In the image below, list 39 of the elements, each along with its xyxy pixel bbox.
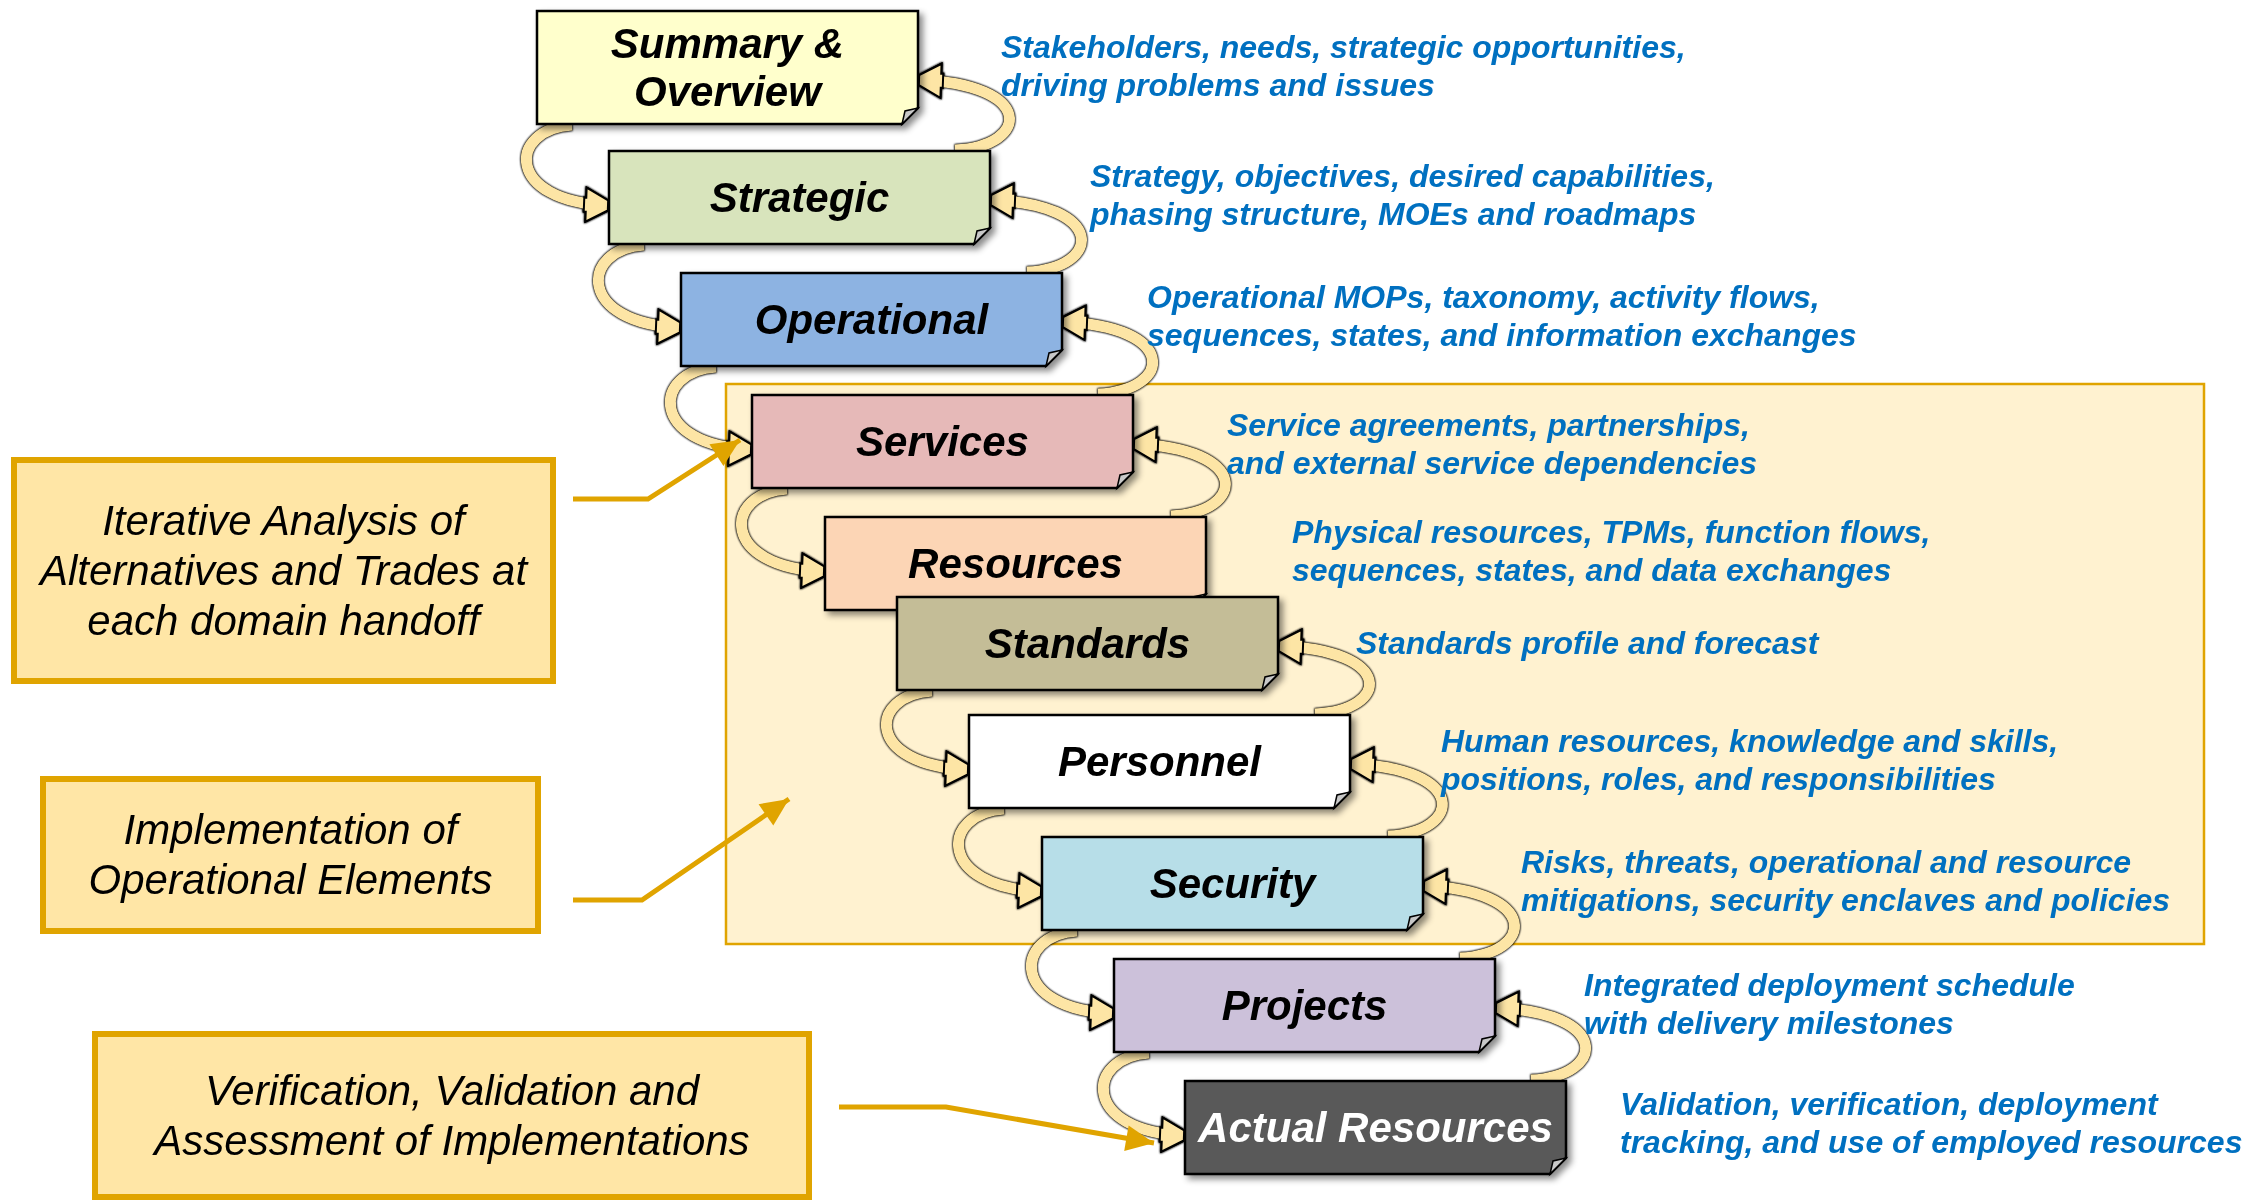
highlight-region xyxy=(725,383,2205,945)
callout-text: Implementation of Operational Elements xyxy=(87,805,494,905)
box-title: Services xyxy=(855,418,1030,465)
page-box xyxy=(680,272,1063,367)
description-text: Risks, threats, operational and resource mitigations, security enclaves and policies xyxy=(1521,843,2172,919)
page-box xyxy=(896,596,1279,691)
description-text: Validation, verification, deployment tracking, and use of employed resources xyxy=(1620,1085,2244,1161)
callout-box xyxy=(11,457,556,684)
description-text: Physical resources, TPMs, function flows, sequences, states, and data exchanges xyxy=(1292,513,1932,589)
callout-text: Iterative Analysis of Alternatives and Trades at each domain handoff xyxy=(37,495,530,646)
page-box xyxy=(968,714,1351,809)
callout-box xyxy=(92,1031,812,1200)
box-title: Resources xyxy=(907,540,1124,587)
box-title: Actual Resources xyxy=(1196,1104,1554,1151)
box-title: Standards xyxy=(983,620,1192,667)
page-box xyxy=(1184,1080,1567,1175)
box-title: Security xyxy=(1148,860,1318,907)
callout-text: Verification, Validation and Assessment of Implementations xyxy=(151,1065,751,1166)
description-text: Strategy, objectives, desired capabilities, phasing structure, MOEs and roadmaps xyxy=(1090,157,1716,233)
box-title: Projects xyxy=(1220,982,1389,1029)
box-title: Summary & Overview xyxy=(609,20,846,115)
description-text: Stakeholders, needs, strategic opportunities, driving problems and issues xyxy=(1001,28,1687,104)
box-title: Operational xyxy=(753,296,990,343)
description-text: Integrated deployment schedule with delivery milestones xyxy=(1584,966,2076,1042)
box-title: Strategic xyxy=(708,174,891,221)
callout-arrow xyxy=(839,1104,1155,1152)
box-title: Personnel xyxy=(1056,738,1263,785)
description-text: Service agreements, partnerships, and external service dependencies xyxy=(1227,406,1759,482)
description-text: Standards profile and forecast xyxy=(1356,624,1821,662)
page-box xyxy=(608,150,991,245)
callout-box xyxy=(40,776,541,934)
callout-arrow xyxy=(573,437,742,502)
description-text: Human resources, knowledge and skills, positions, roles, and responsibilities xyxy=(1441,722,2060,798)
callout-arrow xyxy=(573,796,791,903)
page-box xyxy=(1113,958,1496,1053)
page-box xyxy=(751,394,1134,489)
page-box xyxy=(1041,836,1424,931)
page-box xyxy=(536,10,919,125)
description-text: Operational MOPs, taxonomy, activity flows, sequences, states, and information exchanges xyxy=(1147,278,1858,354)
